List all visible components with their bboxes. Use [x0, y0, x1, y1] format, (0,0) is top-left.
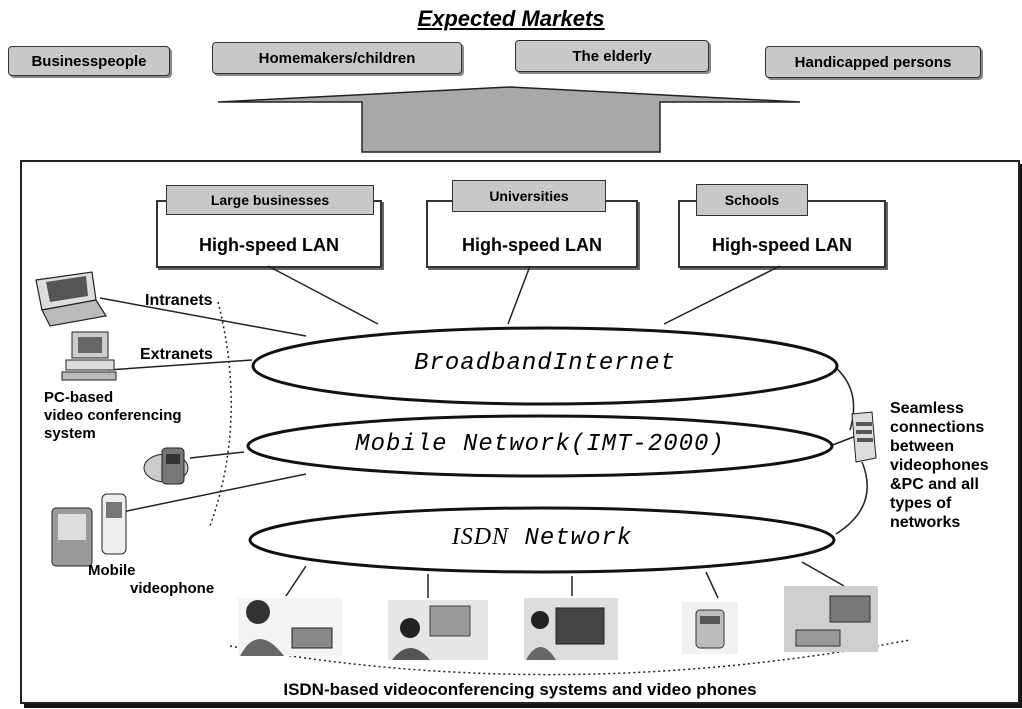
- pc-system-line: PC-based: [44, 389, 114, 406]
- desktop-pc-icon: [61, 331, 117, 381]
- market-homemakers-children: Homemakers/children: [212, 42, 462, 74]
- isdn-label-a: ISDN: [451, 524, 510, 550]
- lan-tab-large-businesses: Large businesses: [166, 185, 374, 215]
- dotted-arc-left: [209, 301, 232, 527]
- link-mobile-server: [829, 435, 857, 447]
- link-laptop-broadband: [99, 297, 307, 337]
- mobile-videophone-label: Mobile videophone: [88, 562, 214, 598]
- link-lan-schools: [663, 265, 781, 325]
- up-arrow-graphic: [217, 86, 801, 153]
- broadband-internet-label: BroadbandInternet: [414, 350, 676, 377]
- lan-tab-schools: Schools: [696, 184, 808, 216]
- dotted-arc-bottom: [229, 639, 911, 676]
- mobile-line: videophone: [130, 580, 215, 597]
- market-handicapped: Handicapped persons: [765, 46, 981, 78]
- mobile-videophone-icon: [101, 493, 127, 555]
- seamless-line: &PC and all: [890, 476, 979, 493]
- photo-tv-conference: [524, 598, 618, 660]
- lan-tab-universities: Universities: [452, 180, 606, 212]
- photo-office-system: [784, 586, 878, 652]
- lan-label: High-speed LAN: [198, 235, 339, 255]
- server-icon: [851, 411, 877, 463]
- mobile-line: Mobile: [88, 562, 136, 579]
- seamless-label: Seamless connections between videophones…: [890, 399, 989, 532]
- seamless-line: connections: [890, 419, 985, 436]
- mobile-network-ellipse: [246, 414, 834, 478]
- link-lan-large-businesses: [267, 265, 379, 325]
- photo-desktop-videoconference: [388, 600, 488, 660]
- link-phone-mobile: [189, 451, 245, 459]
- page-title: Expected Markets: [417, 6, 605, 31]
- intranets-label: Intranets: [145, 292, 213, 309]
- mobile-network-label: Mobile Network(IMT-2000): [355, 431, 725, 458]
- photo-woman-phone: [238, 598, 342, 656]
- seamless-line: Seamless: [890, 400, 964, 417]
- isdn-network-label: ISDN Network: [250, 524, 834, 552]
- seamless-line: types of: [890, 495, 952, 512]
- bottom-caption: ISDN-based videoconferencing systems and…: [283, 680, 757, 699]
- handset-icon: [143, 447, 189, 485]
- pc-system-line: system: [44, 425, 96, 442]
- link-pda-mobile: [121, 473, 307, 513]
- laptop-icon: [35, 271, 107, 327]
- market-businesspeople: Businesspeople: [8, 46, 170, 76]
- lan-label: High-speed LAN: [461, 235, 602, 255]
- link-isdn-5: [801, 561, 845, 587]
- seamless-line: between: [890, 438, 955, 455]
- isdn-label-b: Network: [509, 525, 633, 552]
- link-isdn-4: [705, 571, 719, 599]
- seamless-line: videophones: [890, 457, 989, 474]
- link-lan-universities: [507, 265, 531, 325]
- pc-system-line: video conferencing: [44, 407, 182, 424]
- link-isdn-1: [285, 565, 307, 597]
- photo-desk-phone: [682, 602, 738, 654]
- broadband-internet-ellipse: [251, 326, 839, 406]
- pc-system-label: PC-based video conferencing system: [44, 389, 182, 443]
- pda-icon: [51, 507, 93, 567]
- extranets-label: Extranets: [140, 346, 213, 363]
- lan-label: High-speed LAN: [711, 235, 852, 255]
- link-server-isdn: [835, 461, 868, 535]
- link-pc-broadband: [107, 359, 253, 371]
- seamless-line: networks: [890, 514, 961, 531]
- up-arrow: [217, 86, 801, 153]
- link-broadband-server: [833, 365, 855, 431]
- market-elderly: The elderly: [515, 40, 709, 72]
- isdn-network-ellipse: [248, 506, 836, 574]
